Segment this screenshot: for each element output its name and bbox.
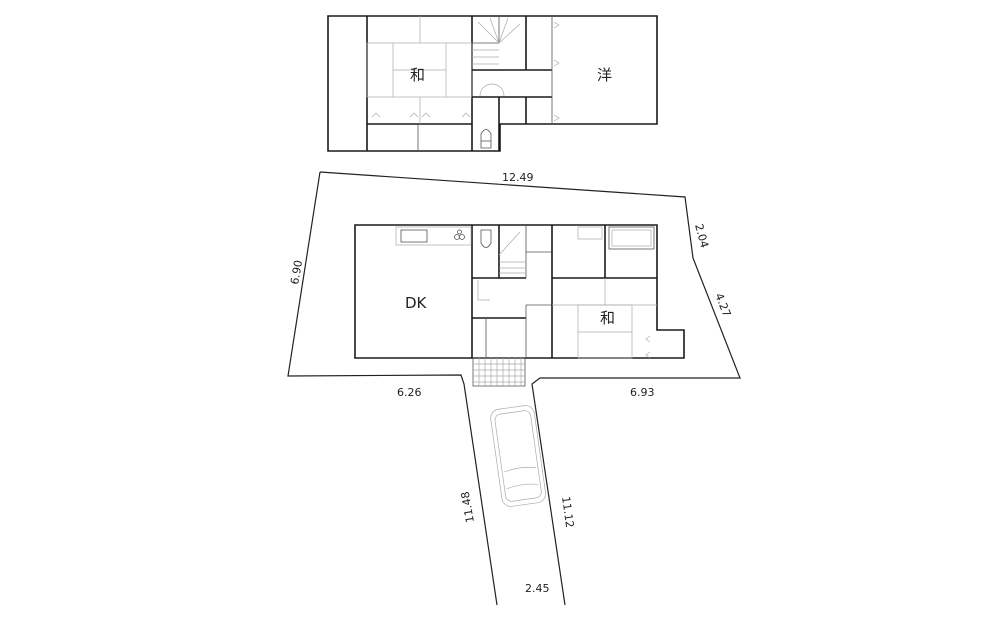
dim-bottom-right: 6.93 xyxy=(630,386,655,399)
car-icon xyxy=(490,405,546,507)
dim-left: 6.90 xyxy=(288,259,305,285)
room-label-upper-washitsu: 和 xyxy=(410,66,425,84)
dim-driveway-left: 11.48 xyxy=(459,490,477,523)
tatami-pattern xyxy=(552,278,657,359)
dim-driveway-width: 2.45 xyxy=(525,582,550,595)
entrance-tile-icon xyxy=(472,357,526,387)
stairs-icon xyxy=(498,225,527,279)
stairs-icon xyxy=(472,16,526,71)
toilet-icon xyxy=(480,229,492,248)
dim-bottom-left: 6.26 xyxy=(397,386,422,399)
room-label-upper-youshitsu: 洋 xyxy=(597,66,612,84)
toilet-icon xyxy=(480,129,492,149)
dim-driveway-right: 11.12 xyxy=(559,496,576,529)
dim-top: 12.49 xyxy=(502,171,534,184)
room-label-ground-washitsu: 和 xyxy=(600,309,615,327)
ground-floor-plan: DK xyxy=(354,224,685,387)
bathtub-icon xyxy=(608,226,655,250)
kitchen-counter xyxy=(395,226,472,246)
washbasin-icon xyxy=(577,226,603,240)
kitchen-sink-icon xyxy=(400,229,428,243)
stove-icon xyxy=(454,229,465,240)
dim-right-upper: 2.04 xyxy=(692,222,711,249)
upper-floor-plan: 和 洋 xyxy=(327,15,658,152)
lot-boundary xyxy=(287,171,741,606)
room-label-dk: DK xyxy=(405,294,428,312)
